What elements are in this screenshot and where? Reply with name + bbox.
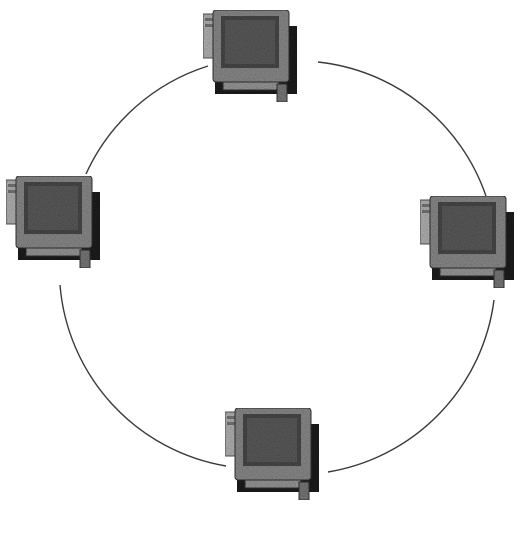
computer-node-left xyxy=(2,170,112,270)
computer-node-right xyxy=(416,190,526,290)
desktop-computer-icon xyxy=(199,4,309,104)
computer-node-top xyxy=(199,4,309,104)
desktop-computer-icon xyxy=(416,190,526,290)
link-top-right xyxy=(318,62,486,196)
desktop-computer-icon xyxy=(2,170,112,270)
link-right-bottom xyxy=(328,300,494,472)
link-bottom-left xyxy=(60,285,226,466)
desktop-computer-icon xyxy=(221,402,331,502)
computer-node-bottom xyxy=(221,402,331,502)
link-left-top xyxy=(86,66,208,174)
